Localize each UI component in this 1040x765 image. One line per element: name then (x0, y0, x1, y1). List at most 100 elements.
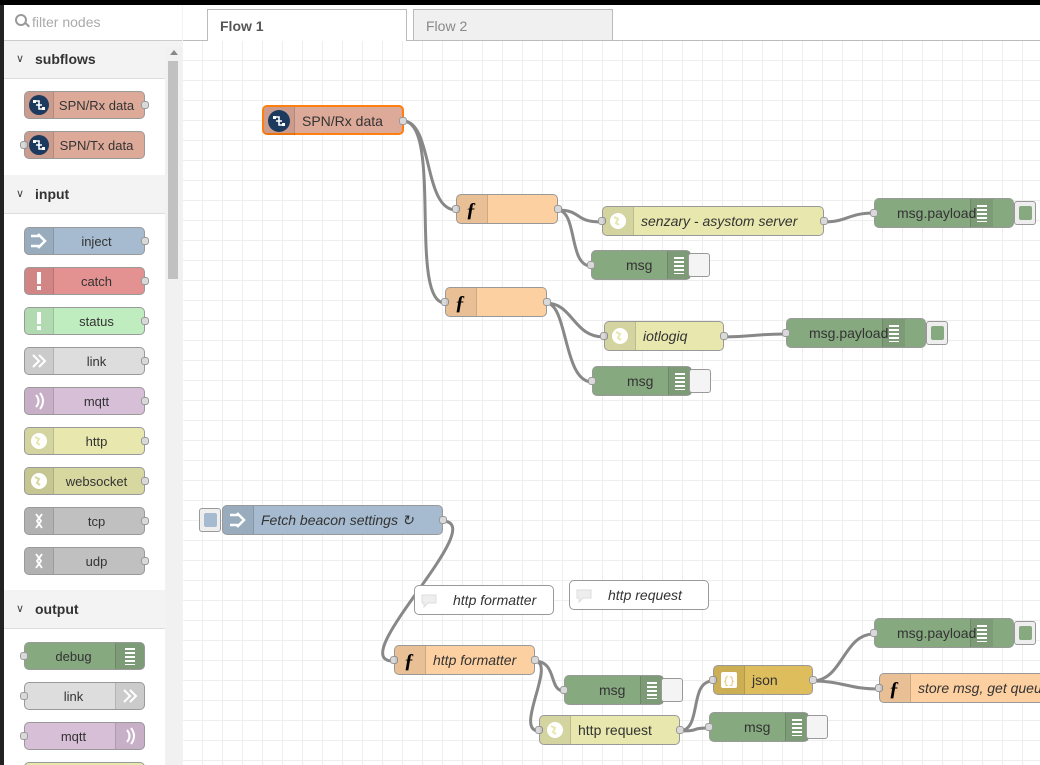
palette-node-status[interactable]: status (24, 307, 149, 335)
filter-nodes-input[interactable] (32, 12, 172, 32)
node-http-request[interactable]: http request (535, 715, 684, 745)
node-label: store msg, get queue (918, 680, 1040, 696)
output-port[interactable] (820, 217, 828, 225)
debug-toggle-button[interactable] (1014, 201, 1036, 225)
output-port[interactable] (720, 332, 728, 340)
input-port[interactable] (875, 684, 883, 692)
output-port[interactable] (141, 437, 149, 445)
palette-node-label: tcp (87, 514, 106, 529)
input-port[interactable] (709, 676, 717, 684)
node-debug-msg-3[interactable]: msg (560, 675, 664, 705)
palette-node-mqtt-out[interactable]: mqtt (20, 722, 145, 750)
output-port[interactable] (543, 298, 551, 306)
input-port[interactable] (441, 298, 449, 306)
input-port[interactable] (20, 141, 28, 149)
tab-flow-2[interactable]: Flow 2 (413, 9, 613, 40)
debug-toggle-button[interactable] (1014, 621, 1036, 645)
node-debug-msg-1[interactable]: msg (587, 250, 691, 280)
output-port[interactable] (676, 726, 684, 734)
node-debug-payload-1[interactable]: msg.payload (870, 198, 1014, 228)
node-function-1[interactable]: ƒ (452, 194, 562, 224)
palette-node-udp-in[interactable]: udp (24, 547, 149, 575)
output-port[interactable] (554, 205, 562, 213)
input-port[interactable] (20, 732, 28, 740)
palette-node-inject[interactable]: inject (24, 227, 149, 255)
category-header-input[interactable]: ∨ input (4, 177, 165, 214)
palette-node-catch[interactable]: catch (24, 267, 149, 295)
output-port[interactable] (439, 516, 447, 524)
palette-node-mqtt-in[interactable]: mqtt (24, 387, 149, 415)
node-spn-rx-data[interactable]: SPN/Rx data (262, 105, 407, 135)
scroll-up-arrow-icon[interactable] (170, 50, 178, 55)
category-header-subflows[interactable]: ∨ subflows (4, 42, 165, 79)
palette-node-link-out[interactable]: link (20, 682, 145, 710)
input-port[interactable] (870, 629, 878, 637)
input-port[interactable] (588, 377, 596, 385)
debug-list-icon (667, 251, 690, 279)
output-port[interactable] (141, 317, 149, 325)
output-port[interactable] (141, 477, 149, 485)
debug-toggle-button[interactable] (806, 715, 828, 739)
palette-node-link-in[interactable]: link (24, 347, 149, 375)
input-port[interactable] (705, 723, 713, 731)
palette-node-spn-tx-data[interactable]: SPN/Tx data (20, 131, 145, 159)
category-header-output[interactable]: ∨ output (4, 592, 165, 629)
inject-trigger-button[interactable] (199, 508, 221, 532)
input-port[interactable] (560, 686, 568, 694)
output-port[interactable] (141, 277, 149, 285)
input-port[interactable] (782, 329, 790, 337)
palette-node-http-in[interactable]: http (24, 427, 149, 455)
link-arrow-icon (115, 683, 144, 709)
palette-scrollbar[interactable] (165, 47, 182, 765)
node-json[interactable]: {} json (709, 665, 817, 695)
output-port[interactable] (531, 656, 539, 664)
node-function-store-msg[interactable]: ƒ store msg, get queue (875, 673, 1040, 703)
input-port[interactable] (600, 332, 608, 340)
input-port[interactable] (587, 261, 595, 269)
palette-node-spn-rx-data[interactable]: SPN/Rx data (24, 91, 149, 119)
debug-toggle-button[interactable] (688, 253, 710, 277)
debug-toggle-button[interactable] (926, 321, 948, 345)
flow-workspace[interactable]: SPN/Rx data ƒ senzary - asystom server m… (183, 41, 1040, 765)
debug-toggle-button[interactable] (689, 369, 711, 393)
wire (556, 208, 592, 268)
node-inject-fetch-beacon[interactable]: Fetch beacon settings ↻ (222, 505, 447, 535)
scrollbar-thumb[interactable] (168, 61, 178, 279)
output-port[interactable] (141, 517, 149, 525)
node-debug-msg-2[interactable]: msg (588, 366, 692, 396)
comment-http-request[interactable]: http request (569, 580, 709, 610)
output-port[interactable] (399, 117, 407, 125)
node-debug-payload-3[interactable]: msg.payload (870, 618, 1014, 648)
comment-icon (415, 586, 443, 614)
output-port[interactable] (141, 397, 149, 405)
output-port[interactable] (141, 237, 149, 245)
output-port[interactable] (141, 357, 149, 365)
input-port[interactable] (870, 209, 878, 217)
palette-node-debug[interactable]: debug (20, 642, 145, 670)
palette-node-label: http (85, 434, 108, 449)
node-debug-payload-2[interactable]: msg.payload (782, 318, 926, 348)
debug-toggle-button[interactable] (661, 678, 683, 702)
input-port[interactable] (20, 652, 28, 660)
input-port[interactable] (598, 217, 606, 225)
output-port[interactable] (141, 557, 149, 565)
svg-text:{}: {} (723, 676, 735, 688)
input-port[interactable] (452, 205, 460, 213)
function-icon: ƒ (457, 195, 488, 223)
node-http-senzary[interactable]: senzary - asystom server (598, 206, 828, 236)
node-http-iotlogiq[interactable]: iotlogiq (600, 321, 728, 351)
node-debug-msg-4[interactable]: msg (705, 712, 809, 742)
node-function-2[interactable]: ƒ (441, 287, 551, 317)
input-port[interactable] (535, 726, 543, 734)
function-icon: ƒ (880, 674, 911, 702)
tab-flow-1[interactable]: Flow 1 (207, 9, 407, 41)
node-function-http-formatter[interactable]: ƒ http formatter (390, 645, 539, 675)
palette-node-websocket-in[interactable]: websocket (24, 467, 149, 495)
input-port[interactable] (20, 692, 28, 700)
palette-node-tcp-in[interactable]: tcp (24, 507, 149, 535)
comment-http-formatter[interactable]: http formatter (414, 585, 554, 615)
input-port[interactable] (390, 656, 398, 664)
output-port[interactable] (809, 676, 817, 684)
node-label: msg.payload (897, 625, 977, 641)
output-port[interactable] (141, 101, 149, 109)
